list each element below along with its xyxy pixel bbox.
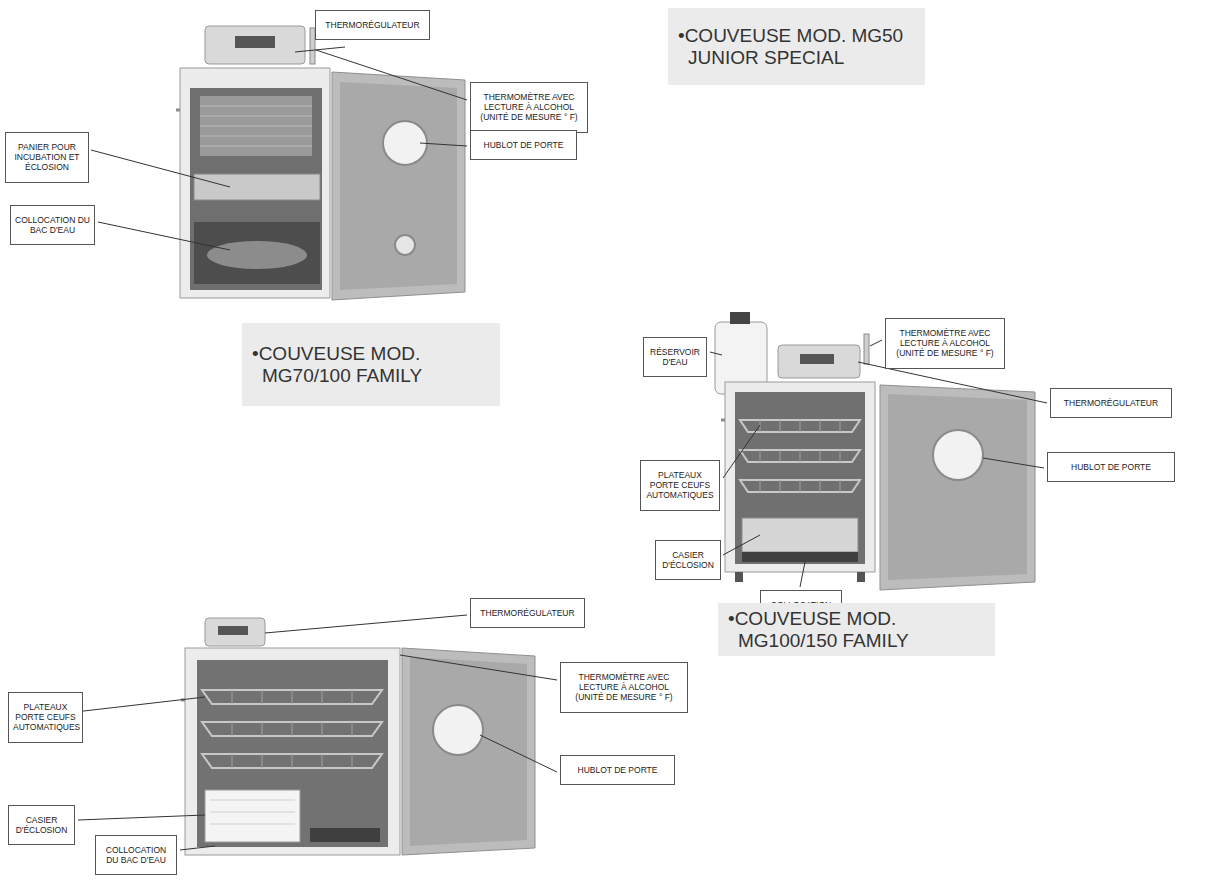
- callout-box: HUBLOT DE PORTE: [1047, 452, 1175, 482]
- callout-box: PLATEAUX PORTE CEUFS AUTOMATIQUES: [8, 692, 83, 743]
- callout-text: THERMOMÈTRE AVEC LECTURE À ALCOHOL (UNIT…: [475, 92, 583, 123]
- callout-box: CASIER D'ÉCLOSION: [655, 540, 721, 580]
- callout-box: COLLOCATION DU BAC D'EAU: [95, 835, 177, 875]
- model-title-box: •COUVEUSE MOD. MG70/100 FAMILY: [242, 323, 500, 406]
- callout-text: COLLOCATION DU BAC D'EAU: [100, 845, 172, 865]
- callout-box: THERMOMÈTRE AVEC LECTURE À ALCOHOL (UNIT…: [560, 662, 688, 713]
- callout-text: PLATEAUX PORTE CEUFS AUTOMATIQUES: [13, 702, 78, 733]
- model-title-box: •COUVEUSE MOD. MG50 JUNIOR SPECIAL: [668, 8, 925, 85]
- leader-lines: [75, 47, 1047, 850]
- model-title-box: •COUVEUSE MOD. MG100/150 FAMILY: [718, 603, 995, 656]
- callout-text: CASIER D'ÉCLOSION: [13, 815, 70, 835]
- callout-text: HUBLOT DE PORTE: [565, 765, 670, 775]
- model-title: •COUVEUSE MOD. MG70/100 FAMILY: [262, 343, 487, 386]
- callout-box: PANIER POUR INCUBATION ET ÉCLOSION: [5, 132, 89, 183]
- callout-text: COLLOCATION DU BAC D'EAU: [15, 215, 90, 235]
- incubator-mg50: [176, 26, 465, 300]
- callout-text: THERMORÉGULATEUR: [320, 20, 425, 30]
- callout-text: HUBLOT DE PORTE: [475, 140, 572, 150]
- callout-box: THERMOMÈTRE AVEC LECTURE À ALCOHOL (UNIT…: [470, 82, 588, 133]
- callout-text: CASIER D'ÉCLOSION: [660, 550, 716, 570]
- callout-box: RÉSERVOIR D'EAU: [643, 337, 707, 377]
- callout-box: COLLOCATION DU BAC D'EAU: [10, 205, 95, 245]
- incubator-mg70: [715, 312, 1035, 590]
- callout-box: THERMORÉGULATEUR: [470, 598, 585, 628]
- callout-text: THERMORÉGULATEUR: [475, 608, 580, 618]
- callout-box: THERMORÉGULATEUR: [1050, 388, 1172, 418]
- callout-box: HUBLOT DE PORTE: [560, 755, 675, 785]
- callout-box: PLATEAUX PORTE CEUFS AUTOMATIQUES: [640, 460, 720, 511]
- callout-text: THERMORÉGULATEUR: [1055, 398, 1167, 408]
- callout-box: CASIER D'ÉCLOSION: [8, 805, 75, 845]
- callout-text: PLATEAUX PORTE CEUFS AUTOMATIQUES: [645, 470, 715, 501]
- callout-text: THERMOMÈTRE AVEC LECTURE À ALCOHOL (UNIT…: [565, 672, 683, 703]
- callout-text: HUBLOT DE PORTE: [1052, 462, 1170, 472]
- callout-box: THERMORÉGULATEUR: [315, 10, 430, 40]
- model-title: •COUVEUSE MOD. MG100/150 FAMILY: [738, 608, 963, 651]
- callout-box: THERMOMÈTRE AVEC LECTURE À ALCOHOL (UNIT…: [885, 318, 1005, 369]
- model-title: •COUVEUSE MOD. MG50 JUNIOR SPECIAL: [688, 25, 913, 68]
- callout-text: PANIER POUR INCUBATION ET ÉCLOSION: [10, 142, 84, 173]
- callout-box: HUBLOT DE PORTE: [470, 130, 577, 160]
- incubator-mg100: [181, 618, 535, 855]
- callout-text: RÉSERVOIR D'EAU: [648, 347, 702, 367]
- callout-text: THERMOMÈTRE AVEC LECTURE À ALCOHOL (UNIT…: [890, 328, 1000, 359]
